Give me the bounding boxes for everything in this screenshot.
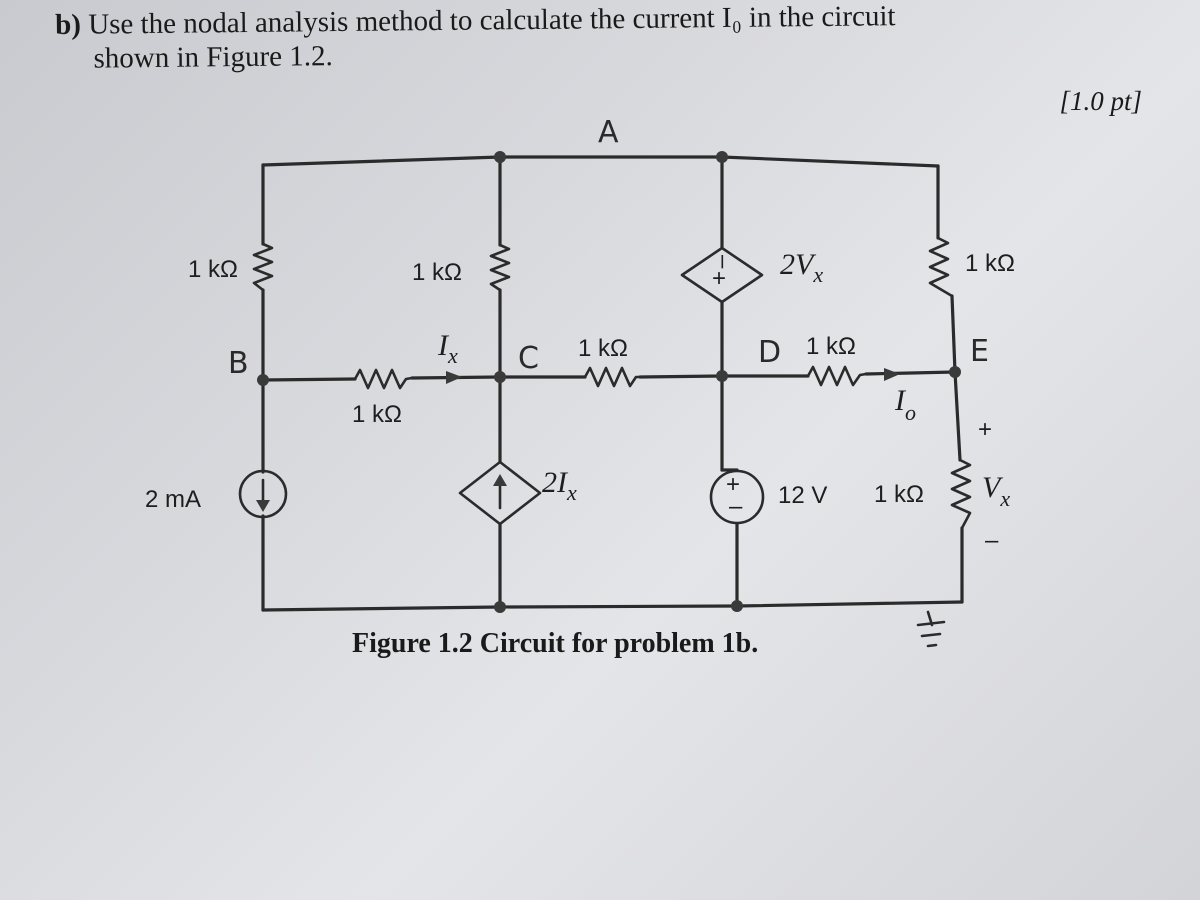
label-current-source: 2 mA (145, 486, 201, 513)
node-label-c: C (518, 341, 539, 376)
junction-b (257, 374, 269, 386)
node-label-d: D (758, 335, 781, 370)
dep-v-minus: – (710, 255, 737, 269)
junction-top-d (716, 151, 728, 163)
label-r-right-vertical: 1 kΩ (965, 250, 1015, 277)
node-label-e: E (970, 334, 989, 369)
dependent-voltage-source (680, 246, 764, 304)
dep-v-plus: + (712, 265, 726, 292)
v-minus: – (729, 493, 743, 520)
vx-minus: – (985, 527, 999, 554)
junction-d (716, 370, 728, 382)
wire-b-rbc (261, 377, 357, 382)
label-r-bottom-right: 1 kΩ (874, 481, 924, 508)
label-r-cd: 1 kΩ (578, 335, 628, 362)
label-dep-voltage-source: 2Vx (780, 248, 823, 287)
resistor-bc (353, 368, 414, 390)
ground-icon (916, 610, 946, 648)
label-r-mid-vertical: 1 kΩ (412, 259, 462, 286)
label-io: Io (894, 384, 916, 425)
voltage-source-12v (709, 469, 765, 525)
label-ix: Ix (437, 329, 458, 368)
label-voltage-source: 12 V (778, 482, 827, 509)
junction-bottom-d (731, 600, 743, 612)
node-label-a: A (598, 115, 619, 150)
junction-bottom-c (494, 601, 506, 613)
wire-rde-e (864, 370, 957, 376)
resistor-bottom-right (950, 458, 972, 530)
wire-bottom (261, 600, 964, 612)
resistor-left-vertical (252, 242, 274, 292)
wire-rcd-d (638, 374, 724, 379)
label-r-left-vertical: 1 kΩ (188, 256, 238, 283)
resistor-de (806, 365, 868, 387)
junction-c (494, 371, 506, 383)
wires (261, 155, 964, 612)
label-vx: Vx (982, 471, 1010, 511)
label-r-de: 1 kΩ (806, 333, 856, 360)
resistor-cd (583, 366, 642, 388)
wire-right-mid (950, 294, 962, 462)
current-source-2ma (238, 469, 288, 519)
vx-plus: + (978, 416, 992, 443)
dependent-current-source (458, 460, 542, 526)
io-arrow-icon (884, 368, 900, 381)
v-plus: + (726, 471, 740, 498)
arrow-up-icon (493, 474, 507, 486)
figure-caption: Figure 1.2 Circuit for problem 1b. (352, 628, 759, 659)
node-label-b: B (228, 346, 249, 381)
label-dep-current-source: 2Ix (542, 466, 577, 505)
points-label: [1.0 pt] (1059, 86, 1142, 116)
ix-arrow-icon (446, 371, 462, 384)
junction-top-c (494, 151, 506, 163)
junction-e (949, 366, 961, 378)
resistor-mid-vertical (489, 243, 511, 292)
arrow-down-icon (256, 500, 270, 512)
resistor-right-vertical (928, 236, 954, 298)
nodes (257, 151, 961, 613)
label-r-bc: 1 kΩ (352, 401, 402, 428)
wire-top (261, 155, 940, 168)
